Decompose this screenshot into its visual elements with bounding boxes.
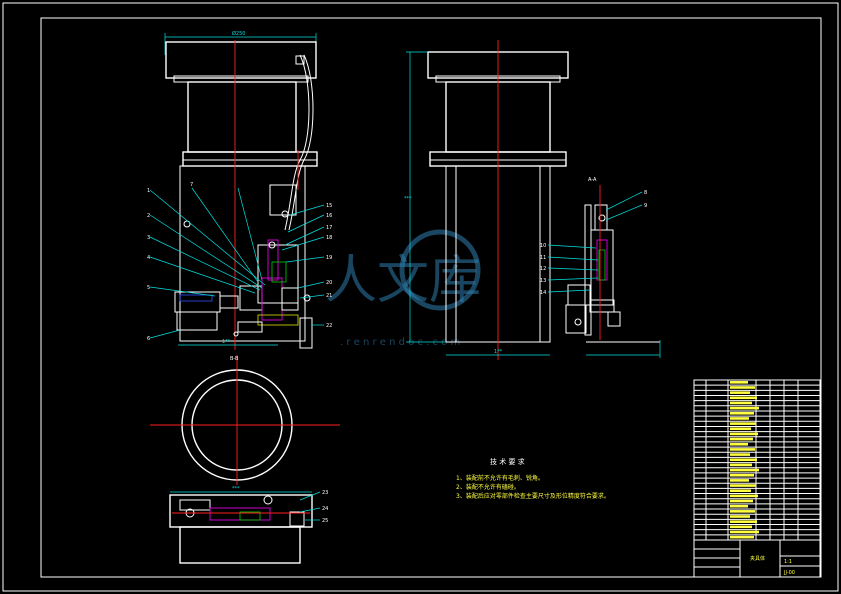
bom-text-mark — [730, 391, 750, 394]
balloon-bottom-25: 25 — [322, 518, 328, 524]
balloon-bottom-24: 24 — [322, 506, 328, 512]
balloon-right-17: 17 — [326, 225, 332, 231]
watermark: 人文库 . r e n r e n d o c . c o m — [325, 229, 481, 348]
bottom-section-view: *** 23 24 25 — [169, 486, 328, 564]
watermark-url: . r e n r e n d o c . c o m — [340, 337, 460, 348]
tech-req-item-3: 3、装配后应对零部件检查主要尺寸及形位精度符合要求。 — [456, 492, 610, 500]
bom-text-mark — [730, 422, 756, 425]
bom-text-mark — [730, 432, 758, 436]
balloon-right-18: 18 — [326, 235, 332, 241]
bom-text-mark — [730, 427, 751, 431]
bom-text-mark — [730, 463, 752, 467]
dim-side-height: *** — [404, 196, 412, 202]
section-ring-view: B-B — [150, 355, 340, 485]
bom-text-mark — [730, 458, 757, 462]
bill-of-materials — [693, 379, 821, 578]
front-view: Ø250 — [164, 30, 318, 350]
bom-text-mark — [730, 417, 749, 420]
balloon-left-1: 1 — [147, 188, 150, 194]
bom-text-mark — [730, 401, 752, 405]
balloon-side-12: 12 — [540, 266, 546, 272]
balloon-right-16: 16 — [326, 213, 332, 219]
balloon-left-5: 5 — [147, 285, 150, 291]
tech-req-title: 技 术 要 求 — [490, 457, 525, 466]
bom-text-mark — [730, 530, 759, 534]
bom-text-mark — [730, 412, 754, 415]
title-scale: 1:1 — [784, 559, 792, 565]
bom-text-mark — [730, 520, 757, 523]
balloon-right-15: 15 — [326, 203, 332, 209]
bom-text-mark — [730, 453, 750, 456]
dim-top-width: Ø250 — [232, 30, 245, 37]
title-drawing-name: 夹具体 — [750, 555, 765, 562]
balloon-side-11: 11 — [540, 255, 546, 261]
detail-view: A-A 8 9 10 11 12 13 14 — [540, 177, 661, 358]
bom-text-mark — [730, 510, 755, 513]
dim-base-right: 1** — [494, 349, 503, 355]
title-block: 夹具体 JJ-00 1:1 — [693, 539, 821, 578]
bom-text-mark — [730, 437, 753, 441]
bom-text-mark — [730, 396, 757, 400]
balloon-left-3: 3 — [147, 235, 150, 241]
tech-req-item-2: 2、装配不允许有磕碰。 — [456, 483, 520, 491]
front-leaders-left: 1 2 3 4 5 6 7 — [147, 182, 266, 342]
side-view: *** 1** — [404, 40, 569, 360]
balloon-side-10: 10 — [540, 243, 546, 249]
balloon-left-2: 2 — [147, 213, 150, 219]
bom-text-mark — [730, 406, 759, 410]
balloon-left-7: 7 — [190, 182, 193, 188]
balloon-side-8: 8 — [644, 190, 647, 196]
balloon-right-19: 19 — [326, 255, 332, 261]
label-view-a: A-A — [588, 177, 597, 183]
balloon-left-6: 6 — [147, 336, 150, 342]
bom-text-mark — [730, 386, 755, 389]
balloon-side-14: 14 — [540, 290, 546, 296]
dim-flange: *** — [232, 486, 240, 492]
title-drawing-no: JJ-00 — [783, 570, 795, 576]
balloon-right-22: 22 — [326, 323, 332, 329]
bom-text-mark — [730, 381, 748, 384]
bom-text-mark — [730, 535, 754, 539]
bom-text-mark — [730, 515, 750, 518]
balloon-side-9: 9 — [644, 203, 647, 209]
label-view-b: B-B — [230, 356, 239, 362]
tech-req-item-1: 1、装配前不允许有毛刺、锐角。 — [456, 474, 544, 482]
balloon-right-21: 21 — [326, 293, 332, 299]
bom-text-mark — [730, 489, 751, 492]
bom-text-mark — [730, 499, 753, 503]
balloon-side-13: 13 — [540, 278, 546, 284]
dim-base-left: 1** — [222, 339, 231, 345]
inner-frame — [40, 17, 822, 578]
bom-text-mark — [730, 494, 758, 498]
bom-text-mark — [730, 473, 754, 477]
balloon-bottom-23: 23 — [322, 490, 328, 496]
bom-text-mark — [730, 468, 759, 472]
bom-text-mark — [730, 479, 749, 482]
balloon-right-20: 20 — [326, 280, 332, 286]
technical-requirements: 技 术 要 求 1、装配前不允许有毛刺、锐角。 2、装配不允许有磕碰。 3、装配… — [456, 457, 610, 500]
bom-text-mark — [730, 504, 748, 508]
bom-text-mark — [730, 448, 755, 451]
bom-text-mark — [730, 484, 756, 487]
bom-text-mark — [730, 525, 752, 529]
watermark-text: 人文库 — [325, 251, 481, 311]
balloon-left-4: 4 — [147, 255, 150, 261]
front-leaders-right: 15 16 17 18 19 20 21 22 — [281, 203, 332, 329]
bom-text-mark — [730, 442, 748, 446]
